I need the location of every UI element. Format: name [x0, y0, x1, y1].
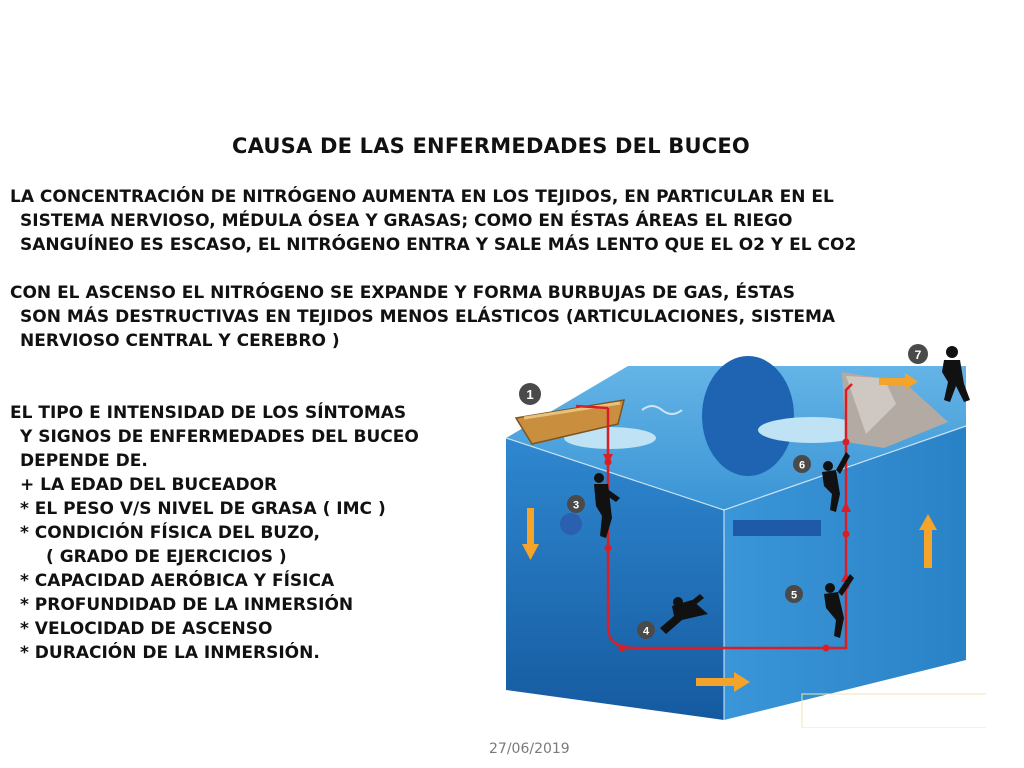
ascent-path: [575, 383, 853, 650]
text-line: DEPENDE DE.: [20, 451, 148, 471]
text-line: Y SIGNOS DE ENFERMEDADES DEL BUCEO: [20, 427, 419, 447]
factor-item: * CONDICIÓN FÍSICA DEL BUZO,: [20, 523, 320, 543]
text-line: CON EL ASCENSO EL NITRÓGENO SE EXPANDE Y…: [10, 283, 795, 303]
dive-ascent-illustration: 1 3 4 5 6 7: [505, 344, 986, 728]
step-badge-6: 6: [793, 455, 811, 473]
factor-item: * VELOCIDAD DE ASCENSO: [20, 619, 273, 639]
step-badge-4: 4: [637, 621, 655, 639]
paragraph-nitrogen-concentration: LA CONCENTRACIÓN DE NITRÓGENO AUMENTA EN…: [10, 185, 856, 257]
badge-label: 3: [573, 500, 579, 512]
paragraph-symptom-factors: EL TIPO E INTENSIDAD DE LOS SÍNTOMAS Y S…: [10, 401, 419, 665]
water-front-face: [506, 438, 724, 720]
arrow-down-icon: [522, 508, 539, 560]
slide-title: CAUSA DE LAS ENFERMEDADES DEL BUCEO: [232, 134, 750, 158]
box-edge: [505, 437, 725, 511]
small-gas-bubble: [560, 513, 582, 535]
text-line: SON MÁS DESTRUCTIVAS EN TEJIDOS MENOS EL…: [20, 307, 836, 327]
factor-item: * PROFUNDIDAD DE LA INMERSIÓN: [20, 595, 354, 615]
badge-label: 5: [791, 590, 797, 602]
diver-icon: [822, 452, 850, 512]
caption-placeholder-box: [801, 693, 986, 728]
large-gas-bubble: [702, 356, 794, 476]
text-line: NERVIOSO CENTRAL Y CEREBRO ): [20, 331, 340, 351]
text-line: SISTEMA NERVIOSO, MÉDULA ÓSEA Y GRASAS; …: [20, 211, 793, 231]
diver-icon: [824, 574, 854, 638]
surface-ripple: [758, 417, 866, 443]
step-badge-3: 3: [567, 495, 585, 513]
factor-item: + LA EDAD DEL BUCEADOR: [20, 475, 278, 495]
shore-rock: [846, 376, 896, 434]
badge-label: 6: [799, 460, 805, 472]
text-line: LA CONCENTRACIÓN DE NITRÓGENO AUMENTA EN…: [10, 187, 834, 207]
factor-item: * EL PESO V/S NIVEL DE GRASA ( IMC ): [20, 499, 386, 519]
step-badge-7: 7: [908, 344, 928, 364]
factor-item: ( GRADO DE EJERCICIOS ): [46, 547, 287, 567]
factor-item: * CAPACIDAD AERÓBICA Y FÍSICA: [20, 571, 335, 591]
arrow-right-icon: [879, 373, 918, 390]
surface-ripple: [564, 427, 656, 449]
step-badge-5: 5: [785, 585, 803, 603]
text-line: SANGUÍNEO ES ESCASO, EL NITRÓGENO ENTRA …: [20, 235, 857, 255]
factor-item: * DURACIÓN DE LA INMERSIÓN.: [20, 643, 320, 663]
step-badge-1: 1: [519, 383, 541, 405]
arrow-up-icon: [919, 514, 937, 568]
badge-label: 7: [915, 348, 922, 362]
depth-band: [733, 520, 821, 536]
paragraph-nitrogen-expansion: CON EL ASCENSO EL NITRÓGENO SE EXPANDE Y…: [10, 281, 835, 353]
diver-icon: [660, 594, 708, 634]
arrow-right-icon: [696, 672, 750, 692]
diver-icon: [594, 473, 620, 538]
slide-date: 27/06/2019: [489, 741, 570, 757]
wave-mark: [641, 405, 683, 415]
diver-icon: [942, 346, 970, 402]
text-line: EL TIPO E INTENSIDAD DE LOS SÍNTOMAS: [10, 403, 407, 423]
badge-label: 1: [526, 387, 533, 402]
badge-label: 4: [643, 626, 650, 638]
